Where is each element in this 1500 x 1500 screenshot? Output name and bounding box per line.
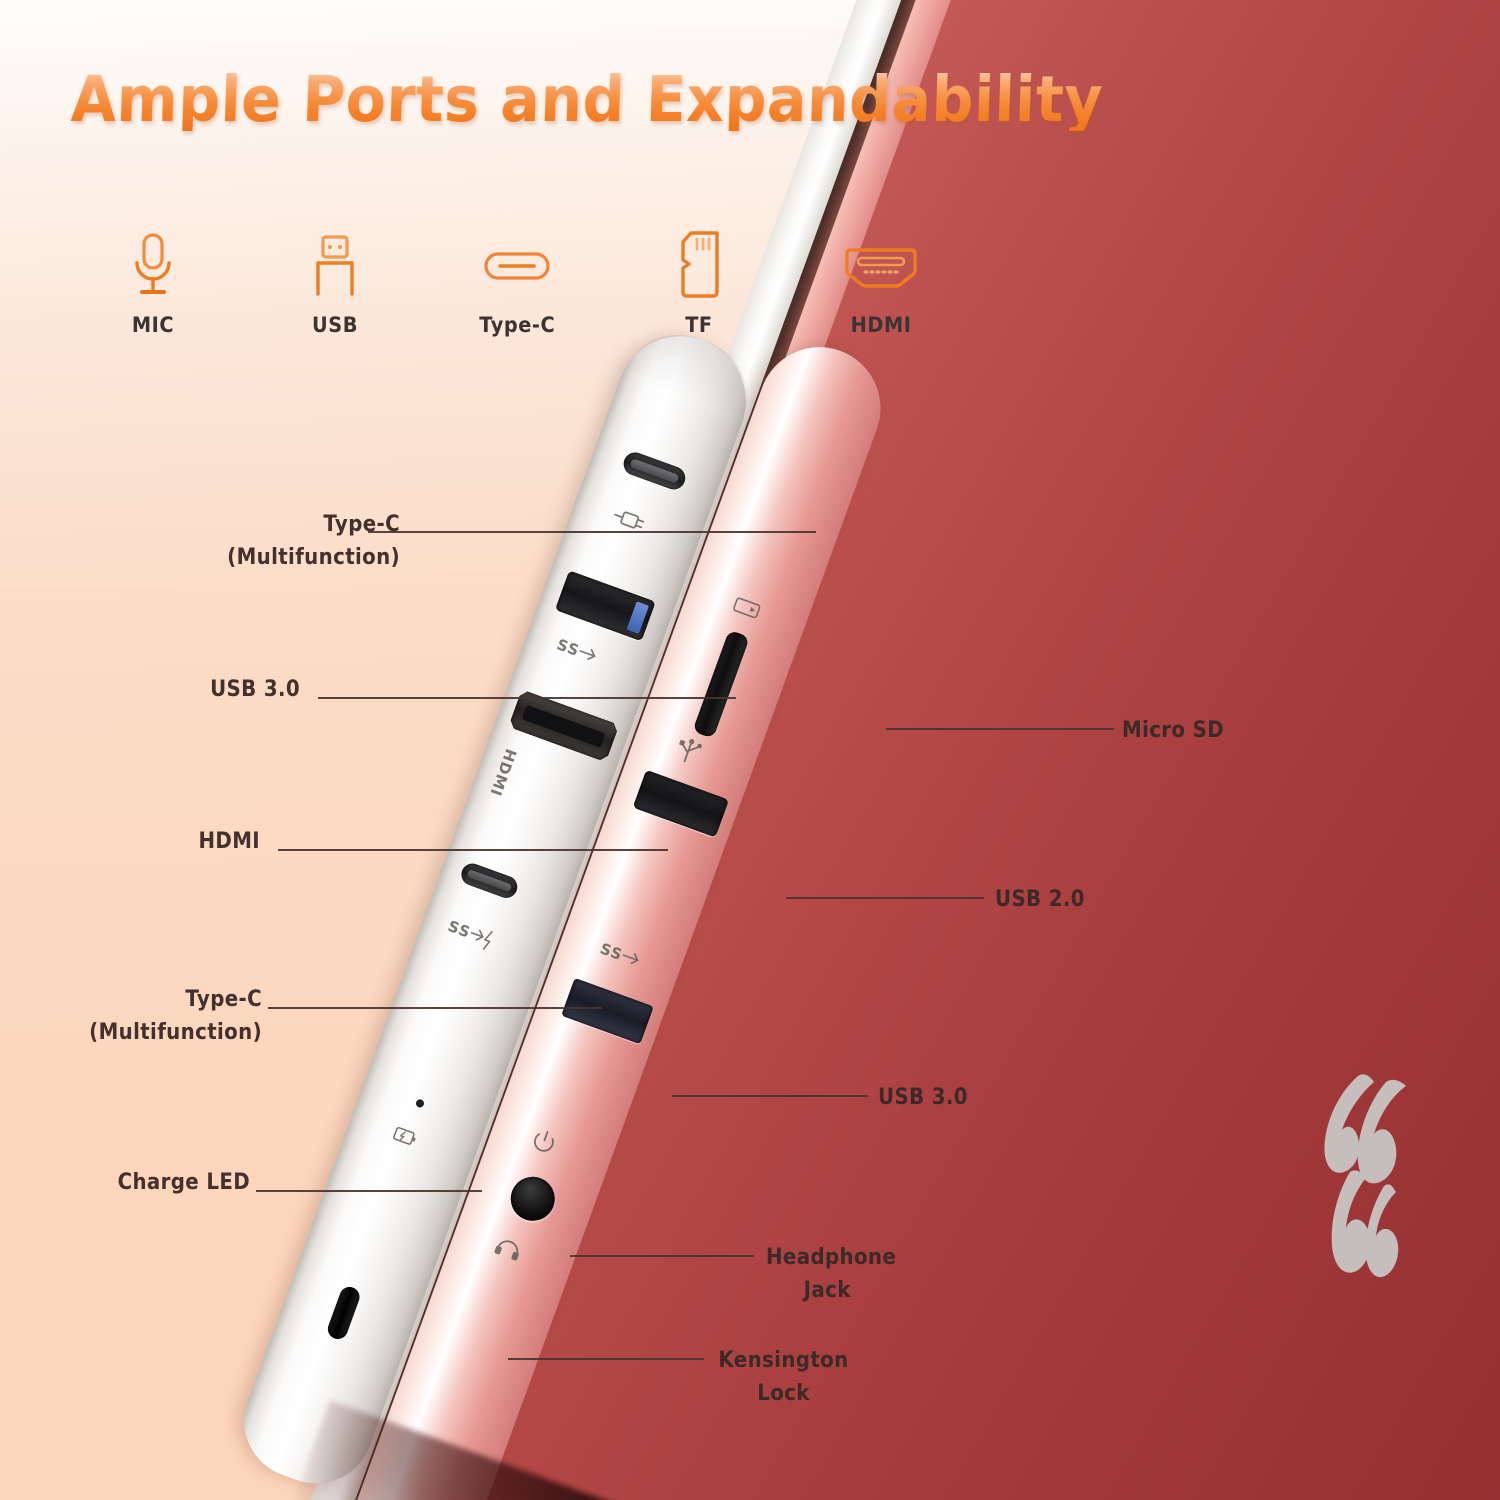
hdmi-engraving: HDMI xyxy=(486,746,521,800)
callout-usb-3-front: USB 3.0 xyxy=(30,673,300,706)
leader-line-headphone-jack xyxy=(570,1255,754,1257)
sd-card-icon xyxy=(733,597,761,619)
power-icon xyxy=(534,1130,554,1152)
icon-label-typec: Type-C xyxy=(479,313,555,337)
icon-label-usb: USB xyxy=(311,313,358,337)
svg-text:SS: SS xyxy=(598,939,626,964)
icon-label-mic: MIC xyxy=(131,313,175,337)
callout-label: Headphone xyxy=(766,1245,897,1270)
callout-sublabel: (Multifunction) xyxy=(89,1020,262,1045)
callout-sublabel: Lock xyxy=(757,1381,810,1406)
callout-label: Type-C xyxy=(185,987,262,1012)
port-icon-row: MIC USB Type-C xyxy=(62,228,972,337)
headphone-icon xyxy=(494,1240,519,1261)
kensington-lock-slot xyxy=(325,1284,363,1342)
leader-line-charge-led xyxy=(256,1190,482,1192)
icon-cell-usb: USB xyxy=(244,228,426,337)
svg-text:SS: SS xyxy=(445,917,473,942)
icon-label-tf: TF xyxy=(685,313,713,337)
usb-3-blue-insert xyxy=(626,601,650,634)
callout-label: USB 2.0 xyxy=(995,887,1085,912)
callout-micro-sd: Micro SD xyxy=(1122,714,1224,747)
battery-charge-icon xyxy=(393,1126,416,1145)
charge-led-indicator xyxy=(414,1098,426,1109)
usb-trident-icon xyxy=(678,739,702,763)
hdmi-port-slot xyxy=(522,705,606,748)
page-title: Ample Ports and Expandability xyxy=(69,63,1105,136)
superspeed-usb-charge-icon: SS xyxy=(445,917,493,950)
icon-cell-hdmi: HDMI xyxy=(790,228,972,337)
type-c-port-top xyxy=(620,449,689,493)
type-c-port-lower xyxy=(458,860,521,901)
tf-card-icon xyxy=(673,228,725,300)
hdmi-port xyxy=(508,689,619,762)
icon-cell-tf: TF xyxy=(608,228,790,337)
leader-line-hdmi xyxy=(278,849,668,851)
callout-hdmi: HDMI xyxy=(26,825,260,858)
superspeed-usb-icon: SS xyxy=(598,939,639,964)
hdmi-port-icon xyxy=(841,228,921,300)
brand-logo xyxy=(1324,1074,1406,1278)
icon-label-hdmi: HDMI xyxy=(850,313,912,337)
usb-a-icon xyxy=(307,228,363,300)
icon-cell-typec: Type-C xyxy=(426,228,608,337)
callout-usb-2: USB 2.0 xyxy=(995,883,1085,916)
callout-kensington-lock: Kensington Lock xyxy=(716,1344,851,1410)
leader-line-usb-3-rear xyxy=(672,1095,868,1097)
callout-charge-led: Charge LED xyxy=(25,1166,250,1199)
callout-label: USB 3.0 xyxy=(878,1085,968,1110)
callout-label: Type-C xyxy=(323,512,400,537)
leader-line-kensington-lock xyxy=(508,1358,704,1360)
callout-sublabel: Jack xyxy=(803,1278,851,1303)
callout-label: Kensington xyxy=(718,1348,849,1373)
superspeed-usb-icon: SS xyxy=(554,635,596,660)
leader-line-usb-3-front xyxy=(318,697,736,699)
callout-label: HDMI xyxy=(198,829,260,854)
callout-label: Charge LED xyxy=(117,1170,251,1195)
leader-line-micro-sd xyxy=(886,728,1114,730)
callout-type-c-lower: Type-C (Multifunction) xyxy=(26,983,262,1049)
callout-headphone-jack: Headphone Jack xyxy=(766,1241,896,1307)
svg-text:SS: SS xyxy=(554,635,582,660)
microphone-icon xyxy=(128,228,178,300)
leader-line-type-c-top xyxy=(368,531,816,533)
icon-cell-mic: MIC xyxy=(62,228,244,337)
callout-usb-3-rear: USB 3.0 xyxy=(878,1081,968,1114)
laptop-edge-rose: SS xyxy=(331,330,898,1500)
callout-label: USB 3.0 xyxy=(210,677,300,702)
leader-line-usb-2 xyxy=(786,897,984,899)
callout-label: Micro SD xyxy=(1122,718,1225,743)
laptop-edge-silver: SS HDMI SS xyxy=(228,318,765,1500)
power-plug-icon xyxy=(614,511,645,529)
callout-type-c-top: Type-C (Multifunction) xyxy=(40,508,400,574)
usb-type-c-icon xyxy=(482,228,552,300)
leader-line-type-c-lower xyxy=(268,1007,602,1009)
callout-sublabel: (Multifunction) xyxy=(227,545,400,570)
